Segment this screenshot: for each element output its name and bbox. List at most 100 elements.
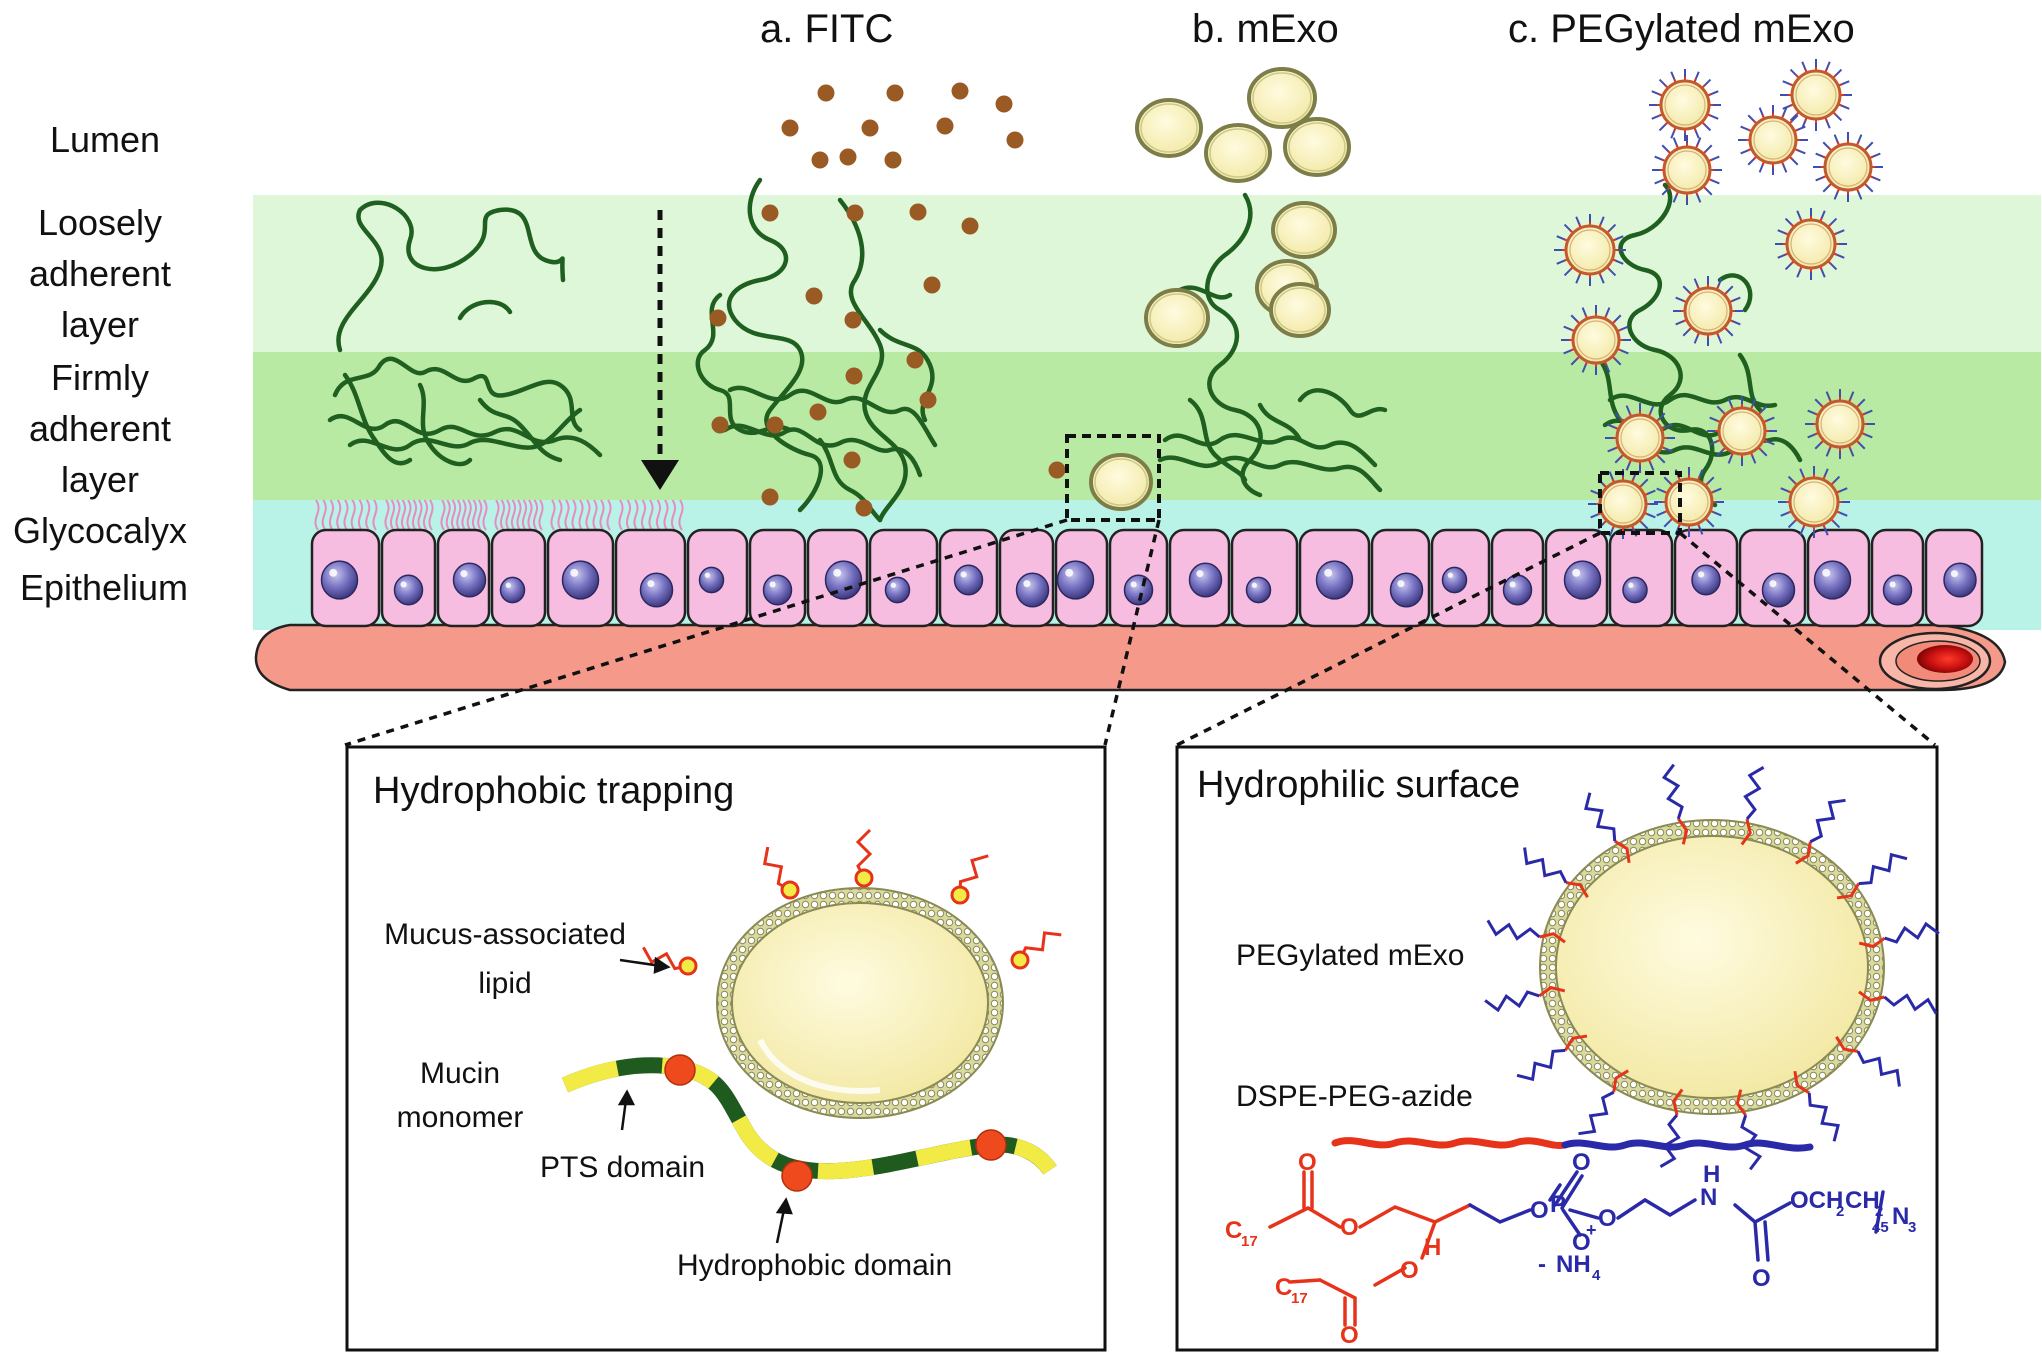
fitc-dot: [1048, 461, 1066, 479]
pegylated-exosome-large: [1484, 763, 1940, 1171]
fitc-dot: [845, 367, 863, 385]
fitc-dot: [951, 82, 969, 100]
nucleus: [1441, 566, 1468, 594]
pegylated-exosome: [1673, 276, 1743, 346]
trapped-exosome: [716, 887, 1004, 1119]
nucleus: [1691, 564, 1721, 596]
fitc-dot: [839, 148, 857, 166]
left-panel-text: Hydrophobic trapping Mucus-associated li…: [373, 770, 952, 1282]
nucleus: [762, 574, 793, 606]
pegylated-exosome: [1561, 305, 1631, 375]
pegylated-exosome: [1738, 105, 1808, 175]
epithelial-cell: [490, 528, 547, 628]
label-hydrophobic-domain: Hydrophobic domain: [677, 1249, 952, 1282]
layer-labels: Lumen Loosely adherent layer Firmly adhe…: [13, 119, 188, 608]
svg-text:O: O: [1752, 1265, 1771, 1292]
chem-labels: C 17 O O O H C 17 O O P O O O + - NH 4 N…: [1225, 1149, 1916, 1349]
svg-text:45: 45: [1872, 1219, 1889, 1236]
nucleus: [1056, 560, 1095, 600]
label-glycocalyx: Glycocalyx: [13, 510, 187, 551]
nucleus: [1622, 576, 1648, 604]
fitc-dot: [995, 95, 1013, 113]
fitc-dot: [766, 416, 784, 434]
panel-title-hydrophobic: Hydrophobic trapping: [373, 770, 734, 812]
label-loosely-3: layer: [61, 304, 139, 345]
label-mucus-lipid-1: Mucus-associated: [384, 918, 626, 951]
label-firmly-2: adherent: [29, 408, 171, 449]
svg-text:4: 4: [1592, 1267, 1601, 1284]
svg-text:N: N: [1700, 1184, 1717, 1211]
nucleus: [452, 562, 487, 598]
nucleus: [499, 576, 526, 604]
fitc-particles: [709, 82, 1066, 517]
exosome: [1144, 288, 1210, 348]
diffusion-arrow: [641, 210, 679, 490]
fitc-dot: [855, 499, 873, 517]
svg-text:17: 17: [1291, 1290, 1308, 1307]
mexo-particles: [1089, 67, 1351, 511]
nucleus: [1389, 572, 1424, 608]
nucleus: [1245, 576, 1272, 604]
label-pts-domain: PTS domain: [540, 1151, 705, 1184]
pegylated-exosome: [1649, 69, 1721, 141]
label-mucus-lipid-2: lipid: [478, 967, 531, 1000]
fitc-dot: [805, 287, 823, 305]
nucleus: [1882, 574, 1913, 606]
epithelial-cell: [1230, 528, 1299, 628]
lipid: [762, 846, 800, 900]
svg-text:P: P: [1550, 1191, 1566, 1218]
svg-text:NH: NH: [1556, 1251, 1591, 1278]
svg-text:O: O: [1598, 1205, 1617, 1232]
column-headers: a. FITC b. mExo c. PEGylated mExo: [760, 7, 1855, 51]
pegylated-exosome: [1707, 396, 1777, 466]
label-firmly-1: Firmly: [51, 357, 149, 398]
nucleus: [1943, 562, 1977, 598]
epithelial-cell: [868, 528, 939, 628]
fitc-dot: [906, 351, 924, 369]
fitc-dot: [923, 276, 941, 294]
glycocalyx-hairs: [314, 499, 684, 531]
exosome: [1283, 117, 1351, 177]
label-loosely-2: adherent: [29, 253, 171, 294]
nucleus: [1015, 572, 1050, 608]
nucleus: [1761, 572, 1796, 608]
label-mucin-2: monomer: [397, 1101, 524, 1134]
fitc-dot: [709, 309, 727, 327]
svg-text:O: O: [1298, 1149, 1317, 1176]
fitc-dot: [809, 403, 827, 421]
svg-text:O: O: [1340, 1322, 1359, 1349]
svg-text:C: C: [1275, 1274, 1292, 1301]
pegylated-exosome: [1605, 403, 1675, 473]
label-loosely-1: Loosely: [38, 202, 162, 243]
lipid: [1010, 931, 1062, 970]
nucleus: [698, 566, 725, 594]
pegylated-exosome: [1780, 59, 1852, 131]
fitc-dot: [811, 151, 829, 169]
fitc-dot: [936, 117, 954, 135]
nucleus: [561, 560, 600, 600]
fitc-dot: [861, 119, 879, 137]
svg-text:O: O: [1572, 1229, 1591, 1256]
fitc-dot: [961, 217, 979, 235]
nucleus: [884, 576, 911, 604]
pegylated-exosome: [1654, 467, 1724, 537]
tissue-layer: [254, 623, 2007, 692]
hydrophobic-domain-dots: [664, 1054, 1007, 1192]
svg-text:O: O: [1340, 1214, 1359, 1241]
svg-text:-: -: [1538, 1251, 1546, 1278]
zoom-box-left: [1065, 434, 1161, 522]
pegylated-exosome: [1652, 135, 1722, 205]
svg-text:2: 2: [1836, 1203, 1844, 1220]
fitc-dot: [919, 391, 937, 409]
fitc-dot: [909, 203, 927, 221]
nucleus: [1315, 560, 1354, 600]
svg-text:+: +: [1586, 1220, 1597, 1240]
fitc-dot: [846, 204, 864, 222]
exosome: [1135, 98, 1203, 158]
fitc-dot: [844, 311, 862, 329]
nucleus: [1502, 574, 1533, 606]
pegylated-mexo-particles: [1554, 59, 1883, 539]
label-mucin-1: Mucin: [420, 1057, 500, 1090]
nucleus: [1188, 562, 1223, 598]
fitc-dot: [884, 151, 902, 169]
